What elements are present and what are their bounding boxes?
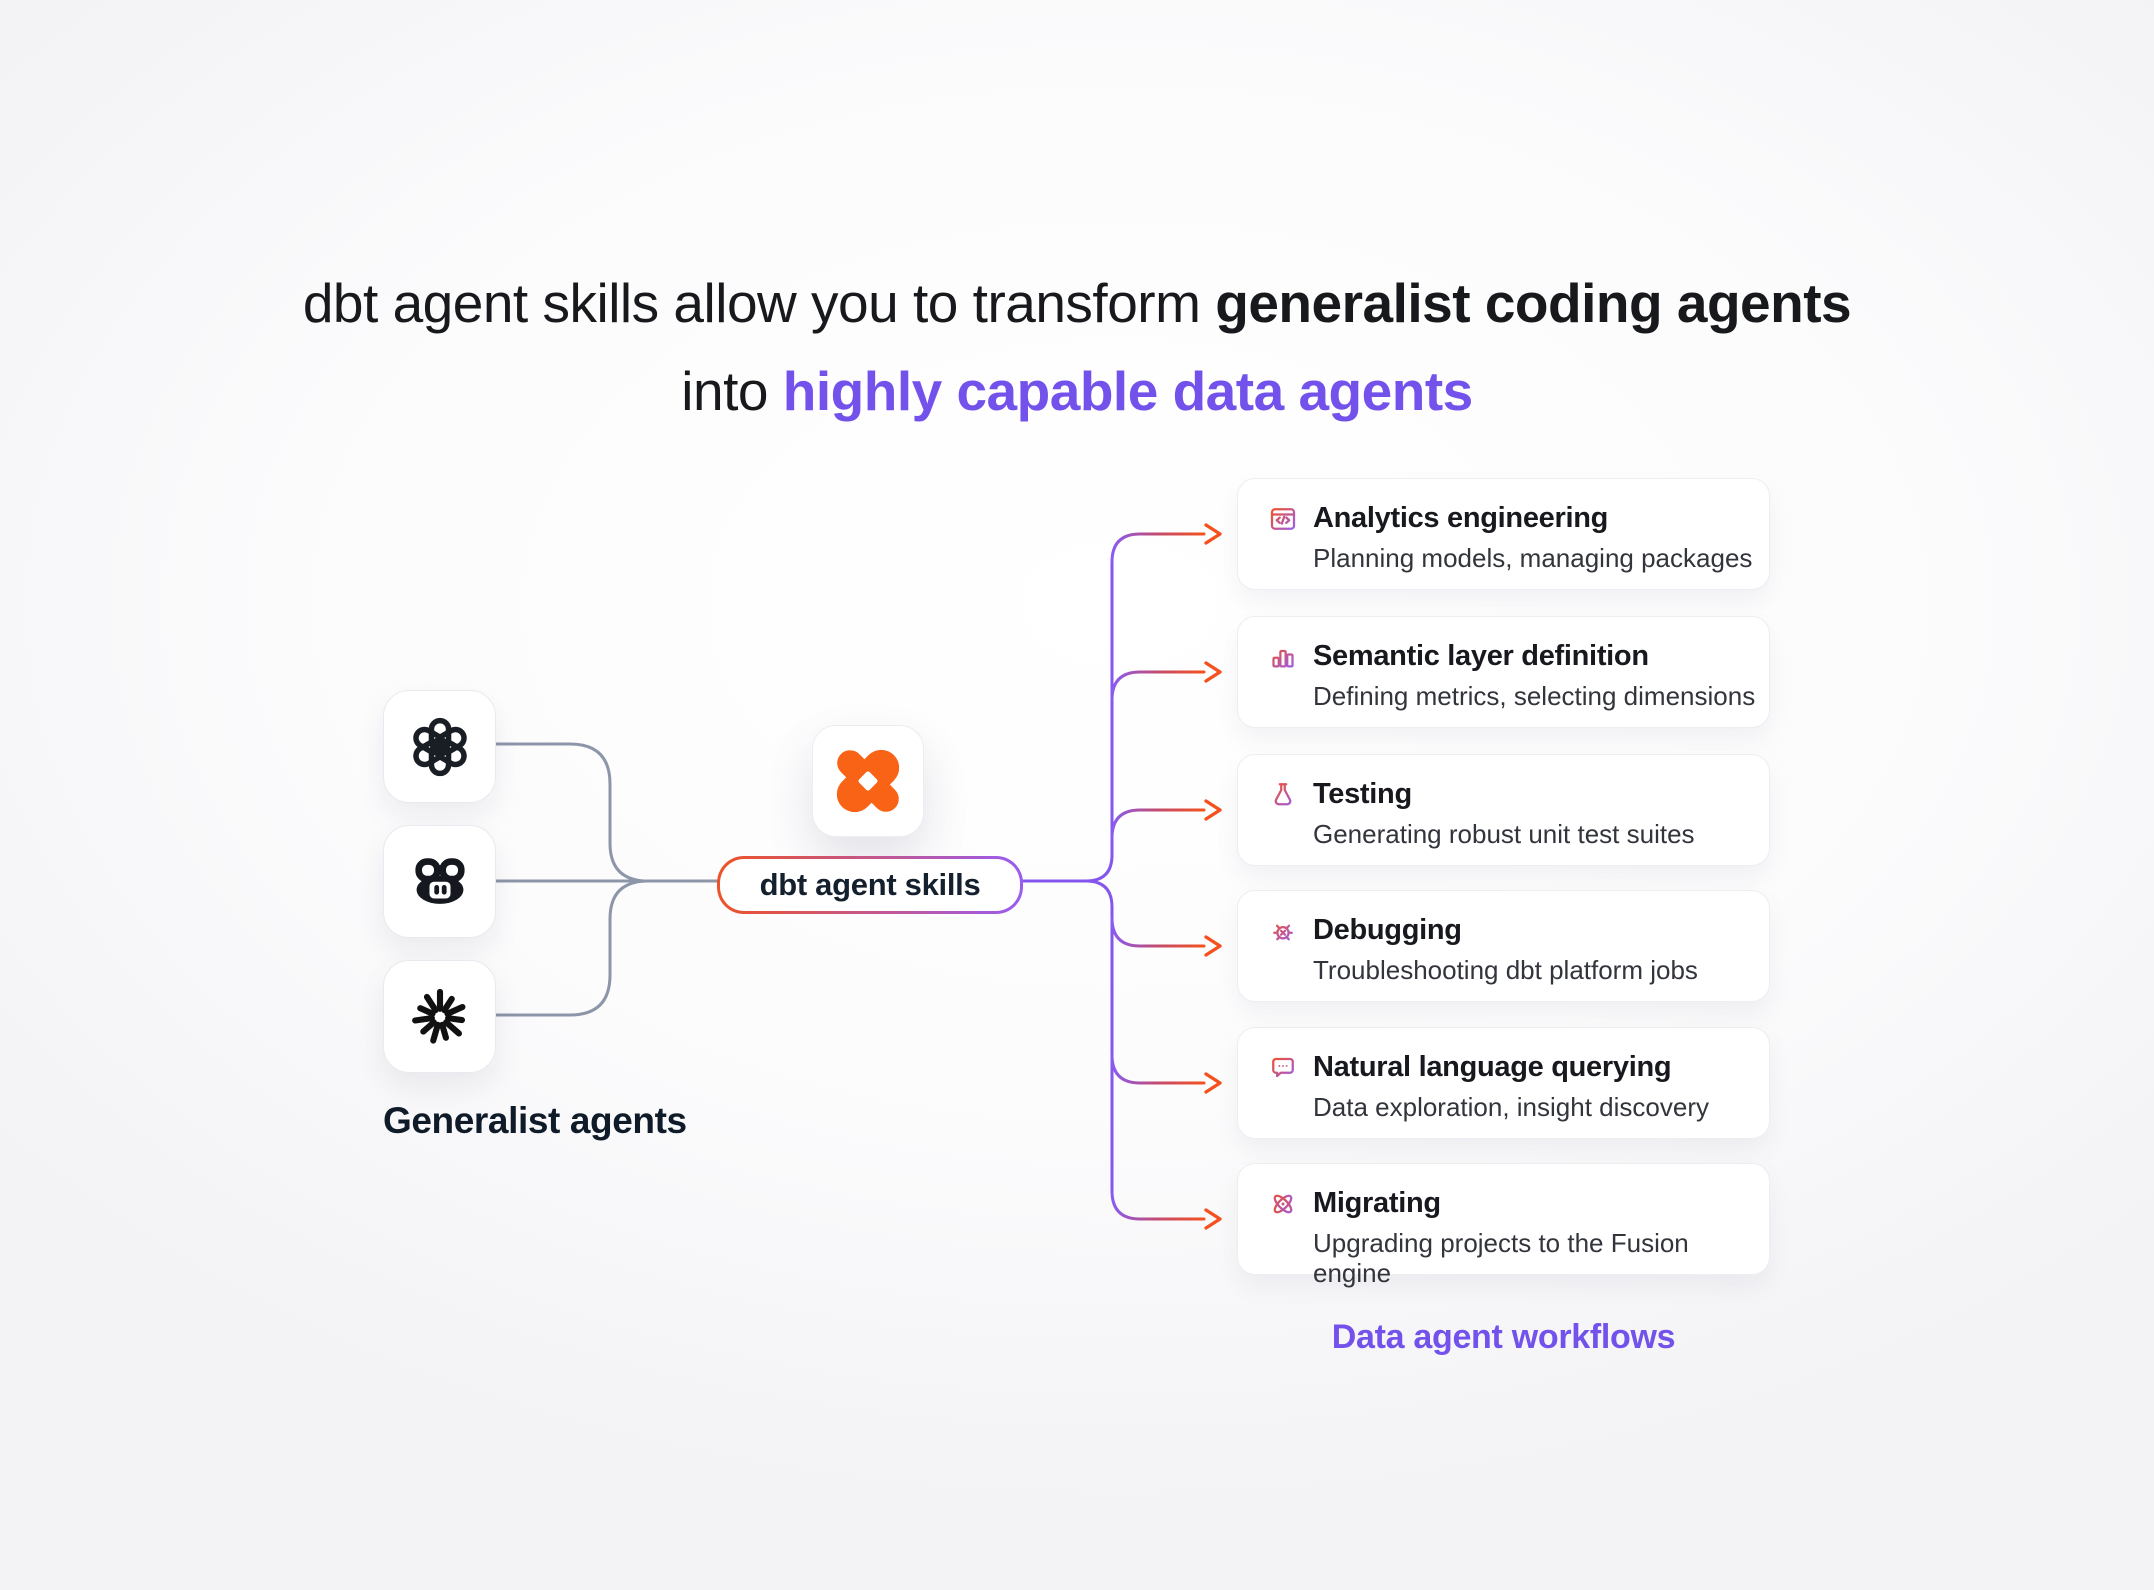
workflow-card: Debugging Troubleshooting dbt platform j… <box>1237 890 1770 1002</box>
workflow-title: Analytics engineering <box>1313 502 1609 534</box>
dbt-logo-tile <box>812 725 924 837</box>
agent-tile-claude <box>383 960 496 1073</box>
workflow-title: Testing <box>1313 778 1412 810</box>
workflow-title: Migrating <box>1313 1187 1441 1219</box>
headline-bold: generalist coding agents <box>1215 271 1852 334</box>
headline: dbt agent skills allow you to transform … <box>0 259 2154 435</box>
connector-branches <box>1110 532 1206 1221</box>
headline-accent: highly capable data agents <box>782 359 1473 422</box>
workflow-subtitle: Generating robust unit test suites <box>1313 819 1695 849</box>
dbt-logo-icon <box>836 749 900 813</box>
claude-logo-icon <box>411 988 465 1044</box>
bar-chart-icon <box>1268 642 1298 672</box>
generalist-agents-label: Generalist agents <box>383 1100 687 1141</box>
dbt-agent-skills-pill: dbt agent skills <box>717 856 1023 914</box>
workflow-subtitle: Data exploration, insight discovery <box>1313 1092 1709 1122</box>
copilot-logo-icon <box>414 857 465 904</box>
connector-trunk-purple <box>1015 560 1114 1193</box>
connector-left-gray <box>492 742 719 1017</box>
workflow-title: Semantic layer definition <box>1313 640 1649 672</box>
data-agent-workflows-label: Data agent workflows <box>1331 1318 1676 1356</box>
workflow-subtitle: Defining metrics, selecting dimensions <box>1313 681 1756 711</box>
bug-icon <box>1268 916 1298 946</box>
atom-icon <box>1268 1189 1298 1219</box>
workflow-card: Migrating Upgrading projects to the Fusi… <box>1237 1163 1770 1288</box>
workflow-card: Semantic layer definition Defining metri… <box>1237 616 1770 728</box>
workflow-subtitle: Upgrading projects to the Fusion engine <box>1313 1228 1689 1288</box>
pill-label: dbt agent skills <box>759 867 981 902</box>
workflow-subtitle: Planning models, managing packages <box>1313 543 1753 573</box>
code-window-icon <box>1268 504 1298 534</box>
workflow-card: Natural language querying Data explorati… <box>1237 1027 1770 1139</box>
workflow-card: Analytics engineering Planning models, m… <box>1237 478 1770 590</box>
workflow-card: Testing Generating robust unit test suit… <box>1237 754 1770 866</box>
headline-regular-2: into <box>681 359 783 422</box>
workflow-subtitle: Troubleshooting dbt platform jobs <box>1313 955 1698 985</box>
agent-tile-copilot <box>383 825 496 938</box>
agent-tile-chatgpt <box>383 690 496 803</box>
chat-bubble-icon <box>1268 1053 1298 1083</box>
headline-regular-1: dbt agent skills allow you to transform <box>302 271 1216 334</box>
workflow-title: Debugging <box>1313 914 1462 946</box>
workflow-title: Natural language querying <box>1313 1051 1672 1083</box>
arrowheads <box>1204 523 1222 1230</box>
flask-icon <box>1268 780 1298 810</box>
openai-logo-icon <box>412 717 467 776</box>
